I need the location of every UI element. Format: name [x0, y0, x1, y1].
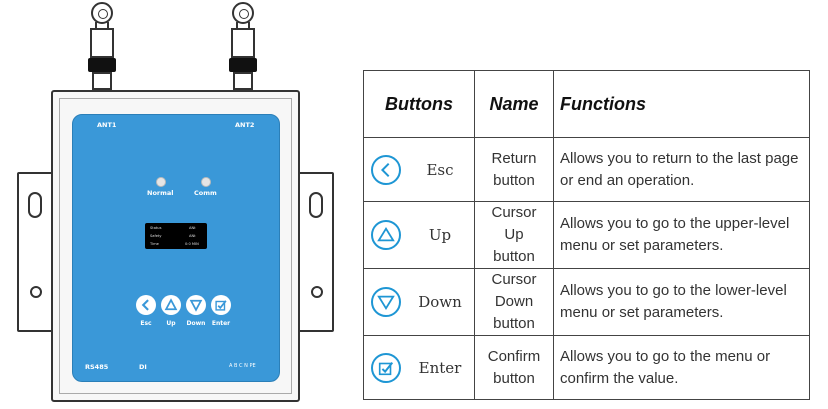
- checkbox-icon: [215, 300, 227, 311]
- device-down-button[interactable]: [186, 295, 206, 315]
- name-line: button: [493, 315, 535, 332]
- enter-label: Enter: [211, 320, 231, 327]
- table-row: Enter Confirm button Allows you to go to…: [363, 335, 810, 400]
- name-line: button: [493, 369, 535, 387]
- rs485-label: RS485: [85, 363, 109, 371]
- device-esc-button[interactable]: [136, 295, 156, 315]
- screen-line-label: Time: [150, 242, 159, 246]
- triangle-up-icon: [164, 298, 178, 311]
- button-function-table: Buttons Name Functions Esc Return button…: [363, 70, 810, 400]
- up-circle: [371, 220, 401, 250]
- esc-label: Esc: [140, 320, 152, 327]
- screen-line-value: ANt: [189, 234, 196, 238]
- name-line: button: [493, 248, 535, 265]
- device-up-button[interactable]: [161, 295, 181, 315]
- screen-line-value: ANt: [189, 226, 196, 230]
- enter-circle: [371, 352, 401, 383]
- ant1-label: ANT1: [97, 121, 117, 129]
- name-line: button: [493, 171, 535, 189]
- screen-line-label: Status: [150, 226, 162, 230]
- name-cell: Cursor Down button: [474, 268, 554, 336]
- name-line: Return: [491, 149, 537, 167]
- header-buttons: Buttons: [363, 70, 475, 138]
- table-row: Up Cursor Up button Allows you to go to …: [363, 201, 810, 269]
- table-row: Esc Return button Allows you to return t…: [363, 137, 810, 202]
- name-line: Down: [494, 293, 534, 310]
- name-line: Cursor: [491, 204, 537, 221]
- button-name: Esc: [426, 160, 454, 179]
- function-cell: Allows you to go to the menu or confirm …: [553, 335, 810, 400]
- function-cell: Allows you to return to the last page or…: [553, 137, 810, 202]
- device-illustration: ANT1 ANT2 Normal Comm Status ANt Safety …: [10, 0, 340, 409]
- normal-led-label: Normal: [147, 189, 174, 197]
- comm-led-label: Comm: [194, 189, 217, 197]
- mount-hole: [311, 286, 323, 298]
- checkbox-icon: [378, 361, 394, 375]
- screen-line-label: Safety: [150, 234, 162, 238]
- button-name: Down: [418, 293, 462, 311]
- chevron-left-icon: [141, 299, 149, 311]
- up-label: Up: [166, 320, 176, 327]
- button-cell: Down: [363, 268, 475, 336]
- button-name: Up: [428, 226, 452, 244]
- function-cell: Allows you to go to the lower-level menu…: [553, 268, 810, 336]
- mount-bracket-left: [17, 172, 53, 332]
- di-label: DI: [139, 363, 147, 371]
- mount-slot: [309, 192, 323, 218]
- mount-slot: [28, 192, 42, 218]
- triangle-down-icon: [189, 299, 203, 312]
- normal-led: [156, 177, 166, 187]
- name-cell: Return button: [474, 137, 554, 202]
- name-line: Up: [504, 226, 524, 243]
- ant2-label: ANT2: [235, 121, 255, 129]
- down-circle: [371, 287, 401, 317]
- chevron-left-icon: [380, 162, 390, 177]
- function-cell: Allows you to go to the upper-level menu…: [553, 201, 810, 269]
- triangle-up-icon: [377, 226, 395, 242]
- mount-bracket-right: [298, 172, 334, 332]
- name-cell: Cursor Up button: [474, 201, 554, 269]
- terminal-label: A B C N PE: [229, 363, 256, 369]
- triangle-down-icon: [377, 295, 395, 311]
- down-label: Down: [186, 320, 206, 327]
- esc-circle: [371, 154, 401, 185]
- table-row: Down Cursor Down button Allows you to go…: [363, 268, 810, 336]
- header-name: Name: [474, 70, 554, 138]
- button-cell: Up: [363, 201, 475, 269]
- name-cell: Confirm button: [474, 335, 554, 400]
- name-line: Cursor: [491, 271, 537, 288]
- button-cell: Esc: [363, 137, 475, 202]
- table-header-row: Buttons Name Functions: [363, 70, 810, 138]
- header-functions: Functions: [553, 70, 810, 138]
- button-name: Enter: [418, 358, 462, 377]
- device-front-panel: ANT1 ANT2 Normal Comm Status ANt Safety …: [72, 114, 280, 382]
- screen-line-value: 0:0 MIN: [185, 242, 199, 246]
- device-enter-button[interactable]: [211, 295, 231, 315]
- lcd-screen: Status ANt Safety ANt Time 0:0 MIN: [145, 223, 207, 249]
- comm-led: [201, 177, 211, 187]
- mount-hole: [30, 286, 42, 298]
- button-cell: Enter: [363, 335, 475, 400]
- name-line: Confirm: [487, 347, 541, 365]
